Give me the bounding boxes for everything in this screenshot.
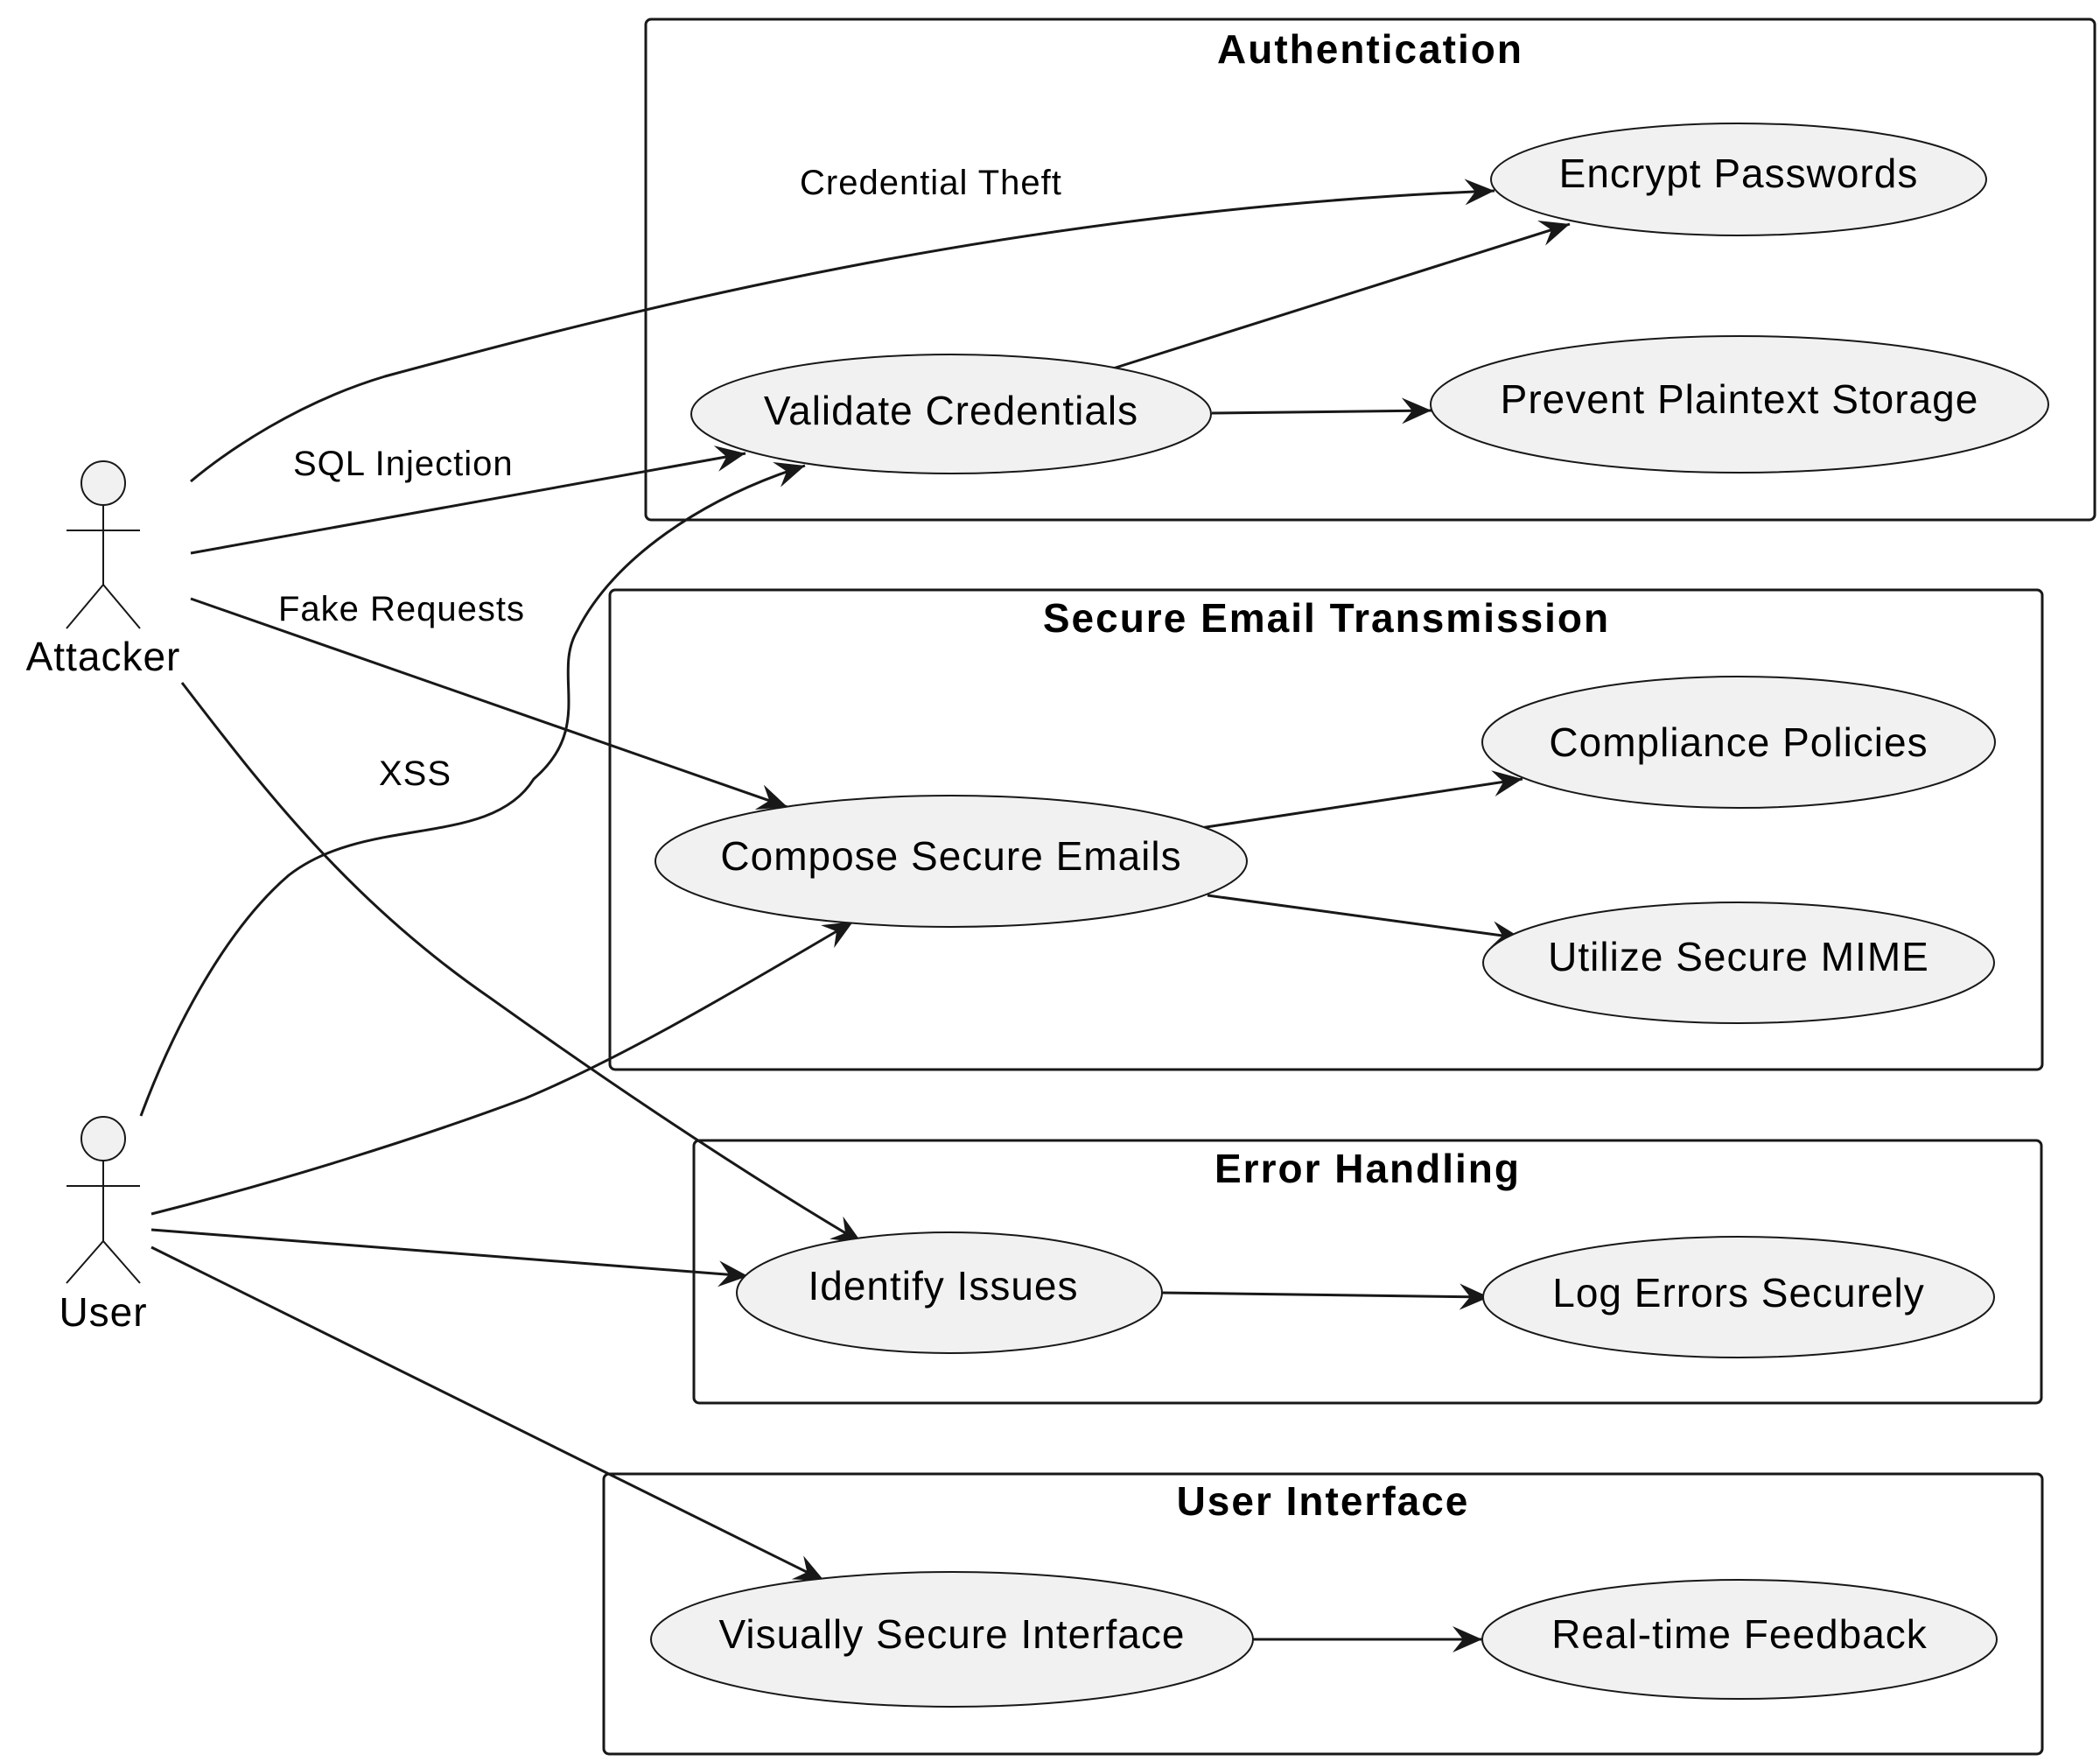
- use-case-shape: [654, 795, 1248, 928]
- use-case-compose-secure-emails: Compose Secure Emails: [654, 795, 1248, 928]
- edge-identify-log-errors: [1161, 1283, 1490, 1310]
- package-user-interface: User Interface: [602, 1472, 2044, 1756]
- edge-user-identify-issues: [150, 1228, 749, 1287]
- use-case-label: Prevent Plaintext Storage: [1501, 376, 1979, 422]
- package-frame: [608, 588, 2044, 1071]
- use-case-label: Identify Issues: [808, 1263, 1078, 1308]
- use-case-shape: [736, 1231, 1163, 1354]
- actor-leg-right: [102, 584, 141, 629]
- package-authentication: Authentication: [644, 18, 2096, 522]
- edge-label-sql-injection: SQL Injection: [293, 445, 514, 483]
- edge-attacker-identify-issues: [180, 682, 863, 1245]
- edge-user-compose-secure-emails: [150, 920, 854, 1216]
- use-case-shape: [650, 1571, 1254, 1708]
- use-case-log-errors-securely: Log Errors Securely: [1482, 1236, 1995, 1358]
- edge-label-xss: XSS: [379, 754, 452, 793]
- use-case-label: Validate Credentials: [764, 388, 1138, 433]
- package-title: Secure Email Transmission: [1043, 595, 1610, 641]
- package-title: Error Handling: [1214, 1146, 1521, 1191]
- edge-user-validate-credentials: [139, 461, 806, 1117]
- package-frame: [602, 1472, 2044, 1756]
- actor-user: User: [59, 1116, 147, 1335]
- edge-attacker-compose-secure-emails: [190, 597, 788, 810]
- edges: [139, 179, 1571, 1652]
- use-case-encrypt-passwords: Encrypt Passwords: [1490, 123, 1987, 236]
- actor-head: [80, 1116, 126, 1161]
- actor-leg-left: [66, 584, 104, 629]
- use-case-real-time-feedback: Real-time Feedback: [1481, 1579, 1998, 1700]
- use-case-shape: [1430, 335, 2049, 474]
- actor-attacker: Attacker: [26, 460, 181, 679]
- actor-leg-left: [66, 1240, 104, 1284]
- use-case-shape: [1481, 1579, 1998, 1700]
- use-case-shape: [1482, 902, 1995, 1024]
- package-frame: [644, 18, 2096, 522]
- use-case-validate-credentials: Validate Credentials: [690, 354, 1212, 474]
- use-case-label: Visually Secure Interface: [719, 1611, 1186, 1657]
- use-case-label: Compose Secure Emails: [720, 833, 1181, 879]
- edge-user-visually-secure-interface: [150, 1245, 825, 1582]
- use-case-visually-secure-interface: Visually Secure Interface: [650, 1571, 1254, 1708]
- use-case-shape: [1490, 123, 1987, 236]
- use-case-label: Utilize Secure MIME: [1548, 934, 1929, 979]
- use-case-label: Real-time Feedback: [1551, 1611, 1928, 1657]
- edge-attacker-validate-credentials: [190, 446, 746, 555]
- edge-validate-prevent-plaintext: [1211, 397, 1432, 424]
- use-case-label: Log Errors Securely: [1552, 1270, 1925, 1315]
- use-case-shape: [690, 354, 1212, 474]
- use-case-shape: [1481, 676, 1996, 809]
- use-case-compliance-policies: Compliance Policies: [1481, 676, 1996, 809]
- use-case-label: Compliance Policies: [1549, 719, 1928, 765]
- edge-label-fake-requests: Fake Requests: [278, 590, 525, 628]
- edge-validate-encrypt: [1112, 220, 1571, 370]
- package-secure-email-transmission: Secure Email Transmission: [608, 588, 2044, 1071]
- edge-attacker-encrypt-passwords: [190, 179, 1495, 483]
- actor-leg-right: [102, 1240, 141, 1284]
- use-case-utilize-secure-mime: Utilize Secure MIME: [1482, 902, 1995, 1024]
- use-case-shape: [1482, 1236, 1995, 1358]
- use-case-prevent-plaintext-storage: Prevent Plaintext Storage: [1430, 335, 2049, 474]
- package-title: User Interface: [1177, 1478, 1470, 1524]
- actor-label: User: [59, 1289, 147, 1335]
- edge-compose-secure-mime: [1207, 894, 1522, 948]
- actor-head: [80, 460, 126, 506]
- edge-label-credential-theft: Credential Theft: [800, 164, 1062, 202]
- edge-compose-compliance: [1200, 770, 1523, 830]
- actor-label: Attacker: [26, 634, 181, 679]
- use-case-identify-issues: Identify Issues: [736, 1231, 1163, 1354]
- package-title: Authentication: [1217, 26, 1523, 72]
- use-case-label: Encrypt Passwords: [1559, 151, 1919, 196]
